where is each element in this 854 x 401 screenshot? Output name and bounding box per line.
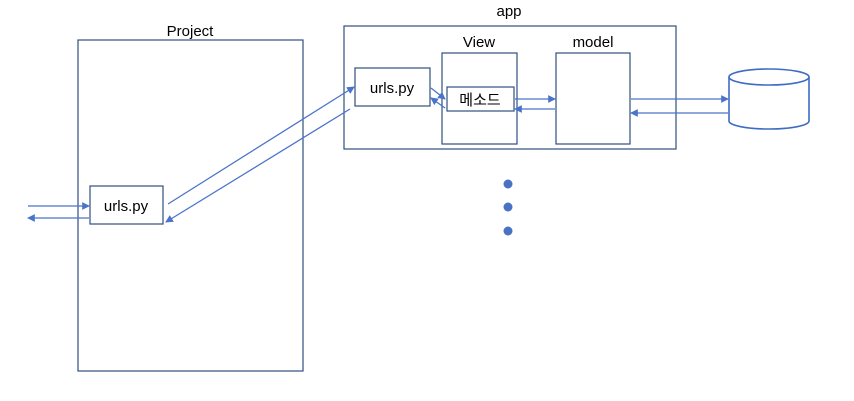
model-title: model [573,34,614,51]
urls-to-method-arrow [430,87,446,100]
project-urls-box [89,185,164,225]
method-label: 메소드 [459,92,501,109]
method-to-urls-arrow [430,97,446,109]
app-title: app [496,3,521,20]
database-cylinder-icon [728,68,810,130]
project-urls-label: urls.py [104,198,149,215]
project-title: Project [167,23,215,40]
vertical-ellipsis-icon [503,179,513,236]
app-urls-label: urls.py [370,80,415,97]
project-to-app-urls-arrow [167,86,355,205]
app-urls-box [354,67,431,107]
app-to-project-urls-arrow [165,108,351,223]
method-box [446,86,515,112]
model-box [555,52,631,145]
view-title: View [463,34,495,51]
